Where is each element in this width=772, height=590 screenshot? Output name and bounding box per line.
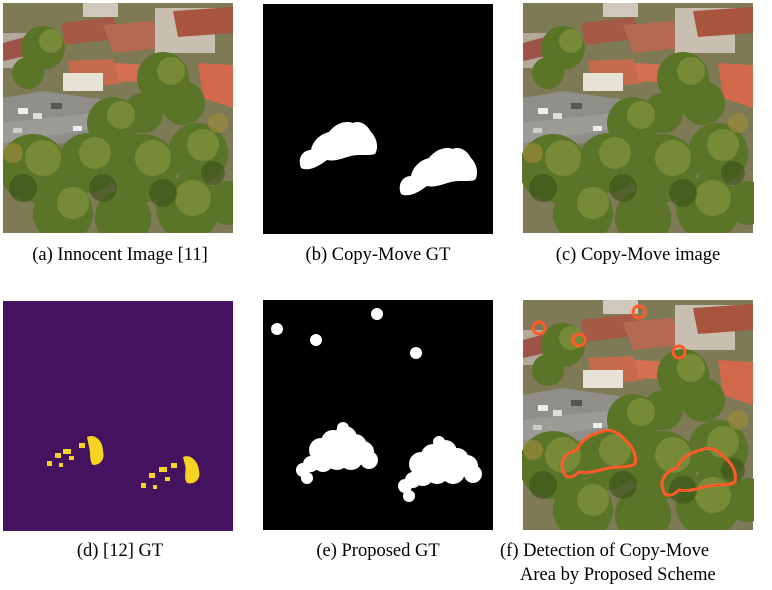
detected-blob-source bbox=[296, 422, 378, 484]
innocent-image-photo bbox=[3, 3, 233, 233]
detection-result-photo bbox=[522, 300, 754, 530]
proposed-gt-mask bbox=[263, 300, 493, 530]
copy-move-gt-mask bbox=[263, 4, 493, 234]
false-detection-circle bbox=[671, 344, 687, 360]
detected-blob-target bbox=[398, 436, 482, 502]
reference-gt-shapes bbox=[47, 435, 200, 489]
caption-f-line1: (f) Detection of Copy-Move bbox=[500, 541, 710, 561]
false-positive-dot bbox=[371, 308, 383, 320]
copy-move-image bbox=[522, 3, 754, 233]
mask-blob-source bbox=[299, 122, 378, 170]
reference-gt-heatmap bbox=[3, 301, 233, 531]
detection-outline-target bbox=[660, 446, 737, 497]
false-positive-dot bbox=[310, 334, 322, 346]
caption-b: (b) Copy-Move GT bbox=[305, 245, 451, 265]
copy-move-gt-shapes bbox=[299, 122, 478, 196]
caption-d: (d) [12] GT bbox=[76, 541, 164, 561]
false-positive-dot bbox=[271, 323, 283, 335]
detection-result-image bbox=[522, 300, 754, 530]
false-detection-circle bbox=[571, 332, 587, 348]
caption-e: (e) Proposed GT bbox=[316, 541, 440, 561]
caption-f-line2: Area by Proposed Scheme bbox=[520, 565, 716, 585]
innocent-image bbox=[3, 3, 233, 233]
mask-blob-target bbox=[399, 148, 478, 196]
false-positive-dot bbox=[410, 347, 422, 359]
proposed-gt-shapes bbox=[271, 308, 482, 502]
detection-outline-source bbox=[560, 428, 637, 479]
false-detection-circle bbox=[631, 304, 647, 320]
false-detection-circle bbox=[531, 320, 547, 336]
caption-c: (c) Copy-Move image bbox=[555, 245, 721, 265]
copy-move-image-photo bbox=[522, 3, 754, 233]
caption-a: (a) Innocent Image [11] bbox=[32, 245, 208, 265]
